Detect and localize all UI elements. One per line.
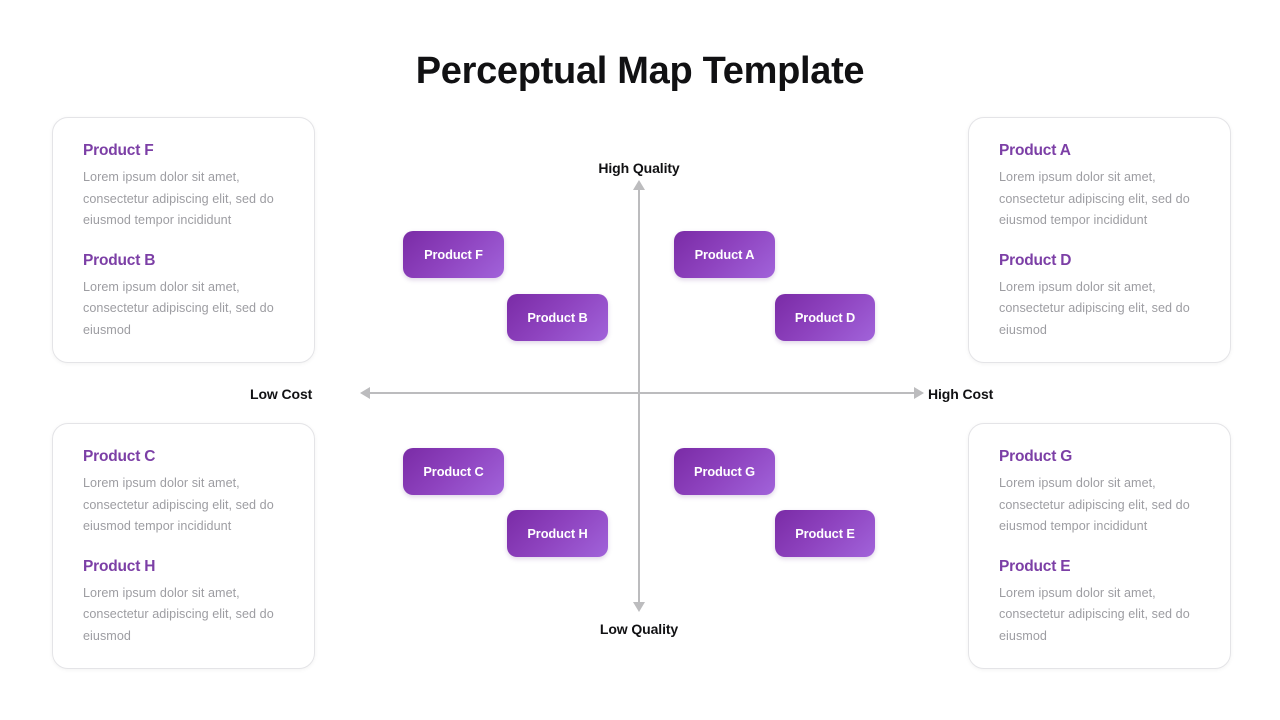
- product-chip-b[interactable]: Product B: [507, 294, 608, 341]
- product-heading: Product A: [999, 142, 1071, 159]
- product-heading: Product E: [999, 557, 1071, 575]
- card-entry: Product G Lorem ipsum dolor sit amet, co…: [999, 448, 1202, 538]
- product-chip-f[interactable]: Product F: [403, 231, 504, 278]
- product-description: Lorem ipsum dolor sit amet, consectetur …: [83, 585, 274, 643]
- page-title: Perceptual Map Template: [415, 50, 865, 92]
- arrow-right-icon: [914, 387, 924, 399]
- card-entry: Product F Lorem ipsum dolor sit amet, co…: [83, 142, 286, 232]
- product-description: Lorem ipsum dolor sit amet, consectetur …: [999, 279, 1190, 337]
- product-chip-e[interactable]: Product E: [775, 510, 875, 557]
- card-entry: Product D Lorem ipsum dolor sit amet, co…: [999, 252, 1202, 342]
- arrow-left-icon: [360, 387, 370, 399]
- card-entry: Product H Lorem ipsum dolor sit amet, co…: [83, 558, 286, 648]
- product-heading: Product B: [83, 251, 156, 269]
- product-heading: Product C: [83, 448, 156, 465]
- product-heading: Product G: [999, 448, 1073, 465]
- product-description: Lorem ipsum dolor sit amet, consectetur …: [83, 476, 274, 533]
- axis-label-low-cost: Low Cost: [250, 386, 313, 402]
- product-chip-a[interactable]: Product A: [674, 231, 775, 278]
- info-card-bottom-left[interactable]: Product C Lorem ipsum dolor sit amet, co…: [52, 423, 315, 669]
- card-entry: Product E Lorem ipsum dolor sit amet, co…: [999, 558, 1202, 648]
- info-card-top-left[interactable]: Product F Lorem ipsum dolor sit amet, co…: [52, 117, 315, 363]
- product-chip-h[interactable]: Product H: [507, 510, 608, 557]
- axis-label-high-quality: High Quality: [598, 160, 680, 176]
- product-heading: Product F: [83, 142, 154, 159]
- product-heading: Product H: [83, 557, 156, 575]
- card-entry: Product C Lorem ipsum dolor sit amet, co…: [83, 448, 286, 538]
- arrow-up-icon: [633, 180, 645, 190]
- vertical-axis-line: [638, 188, 640, 610]
- info-card-bottom-right[interactable]: Product G Lorem ipsum dolor sit amet, co…: [968, 423, 1231, 669]
- product-description: Lorem ipsum dolor sit amet, consectetur …: [999, 476, 1190, 533]
- product-description: Lorem ipsum dolor sit amet, consectetur …: [999, 585, 1190, 643]
- horizontal-axis-line: [368, 392, 914, 394]
- product-description: Lorem ipsum dolor sit amet, consectetur …: [83, 279, 274, 337]
- product-chip-d[interactable]: Product D: [775, 294, 875, 341]
- card-entry: Product B Lorem ipsum dolor sit amet, co…: [83, 252, 286, 342]
- axis-label-low-quality: Low Quality: [599, 621, 679, 637]
- info-card-top-right[interactable]: Product A Lorem ipsum dolor sit amet, co…: [968, 117, 1231, 363]
- product-chip-g[interactable]: Product G: [674, 448, 775, 495]
- product-heading: Product D: [999, 251, 1072, 269]
- perceptual-map-plot: High Quality Low Quality Low Cost High C…: [250, 150, 993, 650]
- card-entry: Product A Lorem ipsum dolor sit amet, co…: [999, 142, 1202, 232]
- product-description: Lorem ipsum dolor sit amet, consectetur …: [83, 170, 274, 227]
- product-description: Lorem ipsum dolor sit amet, consectetur …: [999, 170, 1190, 227]
- arrow-down-icon: [633, 602, 645, 612]
- product-chip-c[interactable]: Product C: [403, 448, 504, 495]
- axis-label-high-cost: High Cost: [928, 386, 994, 402]
